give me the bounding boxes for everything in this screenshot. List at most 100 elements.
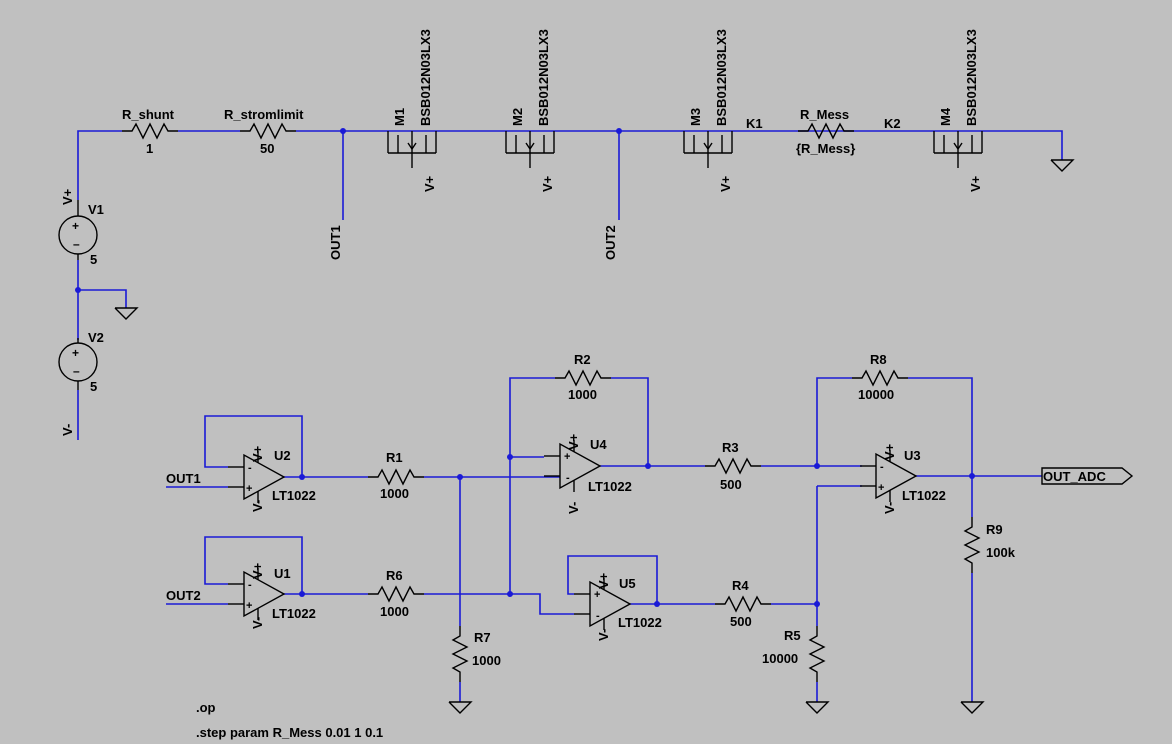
u5-vminus: V-	[596, 629, 611, 641]
m1-model: BSB012N03LX3	[418, 29, 433, 126]
r7-symbol[interactable]	[452, 625, 468, 683]
mosfet-m2-symbol[interactable]	[505, 130, 555, 154]
u4-model: LT1022	[588, 479, 632, 494]
m4-label: M4	[938, 107, 953, 126]
m2-vplus: V+	[540, 175, 555, 192]
directive-step[interactable]: .step param R_Mess 0.01 1 0.1	[196, 725, 383, 740]
r3-value: 500	[720, 477, 742, 492]
svg-text:-: -	[596, 610, 600, 622]
u4-vminus: V-	[566, 502, 581, 514]
u2-label: U2	[274, 448, 291, 463]
u2-vminus: V-	[250, 500, 265, 512]
mosfet-m3-symbol[interactable]	[683, 130, 733, 154]
ground-icon	[448, 701, 472, 714]
opamp-pin-signs: -+ -+ +- +- -+	[246, 451, 884, 622]
m4-vplus: V+	[968, 175, 983, 192]
mosfet-m1-symbol[interactable]	[387, 130, 437, 154]
svg-text:-: -	[566, 472, 570, 484]
k1-label: K1	[746, 116, 763, 131]
v2-vminus: V-	[60, 424, 75, 436]
r8-label: R8	[870, 352, 887, 367]
r-stromlimit-symbol[interactable]	[239, 123, 297, 139]
k2-label: K2	[884, 116, 901, 131]
r-stromlimit-value: 50	[260, 141, 274, 156]
voltage-source-v2[interactable]: + –	[58, 338, 98, 390]
u4-label: U4	[590, 437, 607, 452]
r9-value: 100k	[986, 545, 1016, 560]
r8-value: 10000	[858, 387, 894, 402]
v2-label: V2	[88, 330, 104, 345]
u1-label: U1	[274, 566, 291, 581]
m3-model: BSB012N03LX3	[714, 29, 729, 126]
v1-vplus: V+	[60, 188, 75, 205]
m3-label: M3	[688, 108, 703, 126]
u5-label: U5	[619, 576, 636, 591]
r9-symbol[interactable]	[964, 516, 980, 574]
r5-value: 10000	[762, 651, 798, 666]
svg-text:+: +	[72, 346, 79, 360]
u3-label: U3	[904, 448, 921, 463]
r7-label: R7	[474, 630, 491, 645]
out-adc-port[interactable]	[1041, 467, 1134, 485]
svg-text:-: -	[248, 462, 252, 474]
u2-model: LT1022	[272, 488, 316, 503]
svg-text:+: +	[72, 219, 79, 233]
ground-icon	[1050, 159, 1074, 172]
m2-model: BSB012N03LX3	[536, 29, 551, 126]
r6-value: 1000	[380, 604, 409, 619]
out-adc-label: OUT_ADC	[1043, 469, 1106, 484]
m1-label: M1	[392, 108, 407, 126]
out1-input-label: OUT1	[166, 471, 201, 486]
r2-symbol[interactable]	[554, 370, 612, 386]
r1-label: R1	[386, 450, 403, 465]
svg-text:+: +	[594, 589, 600, 601]
bottom-wires	[166, 377, 1042, 702]
m4-model: BSB012N03LX3	[964, 29, 979, 126]
v2-value: 5	[90, 379, 97, 394]
svg-text:+: +	[564, 451, 570, 463]
r-mess-value: {R_Mess}	[796, 141, 855, 156]
r5-label: R5	[784, 628, 801, 643]
r7-value: 1000	[472, 653, 501, 668]
r-mess-label: R_Mess	[800, 107, 849, 122]
ground-icon	[114, 307, 138, 320]
m3-vplus: V+	[718, 175, 733, 192]
directive-op[interactable]: .op	[196, 700, 216, 715]
ground-icon	[805, 701, 829, 714]
svg-text:+: +	[878, 482, 884, 494]
v1-label: V1	[88, 202, 104, 217]
r1-value: 1000	[380, 486, 409, 501]
v1-value: 5	[90, 252, 97, 267]
out1-net-label: OUT1	[328, 225, 343, 260]
svg-text:–: –	[73, 364, 80, 378]
r6-symbol[interactable]	[367, 586, 425, 602]
svg-text:–: –	[73, 237, 80, 251]
u5-vplus: V+	[596, 572, 611, 589]
r9-label: R9	[986, 522, 1003, 537]
r6-label: R6	[386, 568, 403, 583]
out2-net-label: OUT2	[603, 225, 618, 260]
u5-model: LT1022	[618, 615, 662, 630]
r4-label: R4	[732, 578, 749, 593]
svg-text:+: +	[246, 600, 252, 612]
mosfet-m4-symbol[interactable]	[933, 130, 983, 154]
r5-symbol[interactable]	[809, 625, 825, 683]
r3-label: R3	[722, 440, 739, 455]
ground-icon	[960, 701, 984, 714]
r4-symbol[interactable]	[714, 596, 772, 612]
r-shunt-symbol[interactable]	[121, 123, 179, 139]
r1-symbol[interactable]	[367, 469, 425, 485]
voltage-source-v1[interactable]: + –	[58, 200, 98, 260]
m1-vplus: V+	[422, 175, 437, 192]
m2-label: M2	[510, 108, 525, 126]
r-stromlimit-label: R_stromlimit	[224, 107, 304, 122]
svg-text:+: +	[246, 483, 252, 495]
r3-symbol[interactable]	[704, 458, 762, 474]
u1-vplus: V+	[250, 562, 265, 579]
r4-value: 500	[730, 614, 752, 629]
r8-symbol[interactable]	[851, 370, 909, 386]
u2-vplus: V+	[250, 445, 265, 462]
u1-model: LT1022	[272, 606, 316, 621]
